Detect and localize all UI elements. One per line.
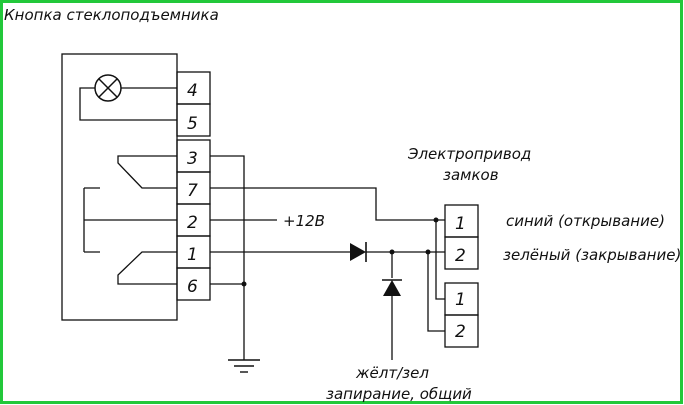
wire-link-extra-2 (427, 252, 445, 332)
switch-pin-4: 4 (187, 81, 198, 101)
junction-actuator-1 (433, 217, 439, 223)
switch-contact-upper (117, 155, 177, 189)
diagram-title: Кнопка стеклоподъемника (4, 6, 219, 24)
diode-vertical-icon (382, 279, 402, 296)
actuator-title-line2: замков (443, 166, 499, 184)
ground-icon (228, 359, 260, 373)
wire-link-extra-1 (435, 220, 445, 300)
lamp-icon (94, 74, 122, 102)
switch-pin-6: 6 (187, 277, 198, 297)
switch-pin-1: 1 (187, 245, 198, 265)
switch-pin-7: 7 (187, 181, 198, 201)
junction-pin6 (241, 281, 247, 287)
lamp-wiring (79, 87, 177, 121)
actuator-connector (444, 204, 479, 270)
switch-contact-lower (117, 251, 177, 285)
switch-pin-3: 3 (187, 149, 198, 169)
actuator-pin-2: 2 (455, 246, 466, 266)
actuator-title-line1: Электропривод (407, 145, 531, 163)
extra-pin-2: 2 (455, 322, 466, 342)
switch-link-2 (83, 187, 177, 253)
common-label-line1: жёлт/зел (355, 364, 429, 382)
wire-label-blue: синий (открывание) (506, 212, 665, 230)
extra-pin-1: 1 (455, 290, 466, 310)
supply-label: +12В (283, 212, 325, 230)
wire-label-green: зелёный (закрывание) (503, 246, 681, 264)
switch-pin-5: 5 (187, 114, 198, 134)
wire-pin3-to-ground (210, 155, 245, 360)
switch-pin-2: 2 (187, 213, 198, 233)
diode-horizontal-icon (350, 242, 367, 262)
actuator-pin-1: 1 (455, 214, 466, 234)
wire-pin7-to-actuator (210, 187, 445, 221)
junction-actuator-2 (425, 249, 431, 255)
common-label-line2: запирание, общий (326, 385, 472, 403)
